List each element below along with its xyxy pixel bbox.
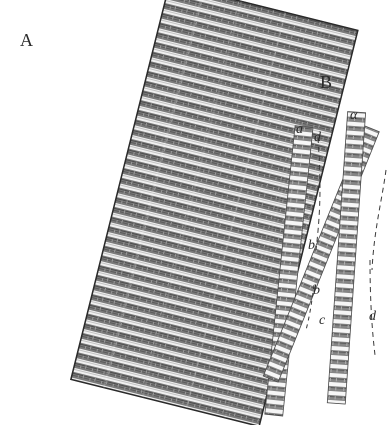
- annotation-b-mid: b: [308, 238, 315, 253]
- panel-a-label: A: [20, 30, 33, 50]
- annotation-b-lower: b: [313, 283, 320, 298]
- annotation-c-lower: c: [319, 313, 326, 328]
- panel-a-fiber: [71, 0, 358, 425]
- dashed-line-d-bottom: [370, 260, 375, 355]
- dashed-line-right: [372, 170, 386, 270]
- panel-b-label: B: [320, 72, 332, 92]
- annotation-a-left: a: [296, 122, 303, 137]
- annotation-d-top: d: [314, 130, 322, 145]
- annotation-d-bottom: d: [369, 309, 377, 324]
- annotation-alpha-right: α: [350, 108, 358, 123]
- fibril-right: [327, 111, 365, 404]
